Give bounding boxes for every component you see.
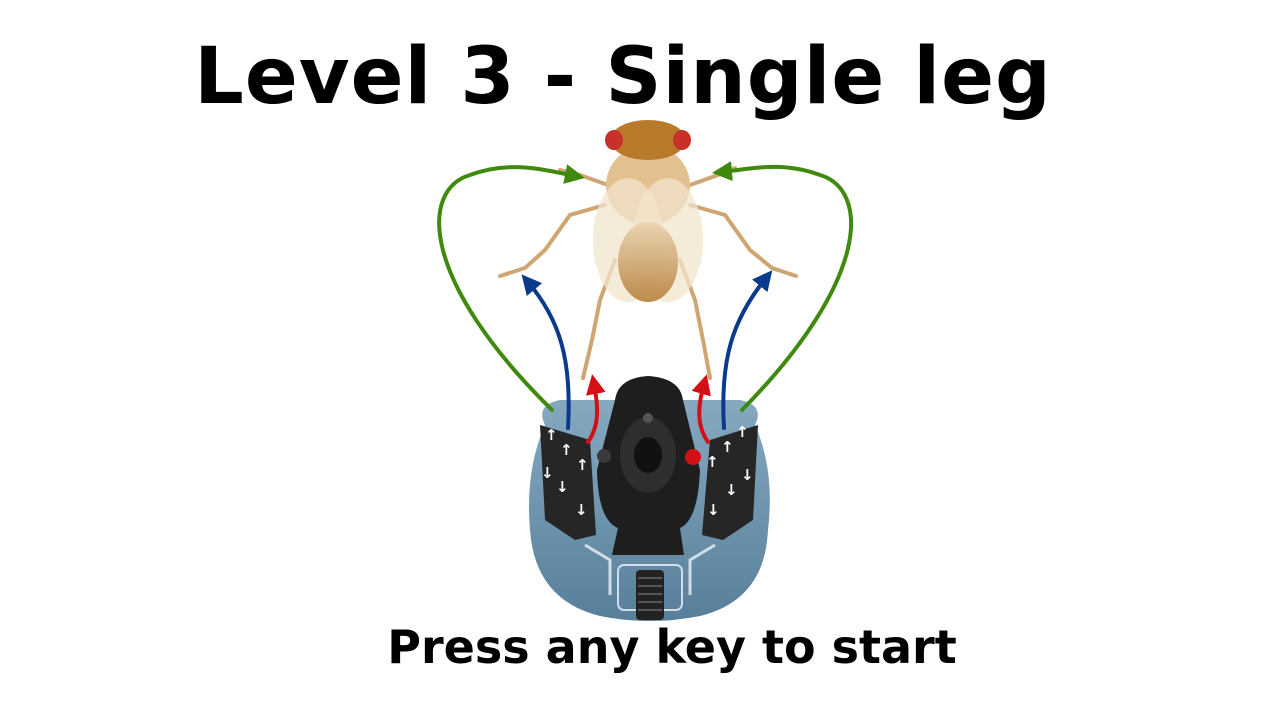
- inner-right-arrow: [691, 374, 711, 444]
- left-key-2[interactable]: ↑: [560, 441, 573, 459]
- right-key-1[interactable]: ↑: [736, 423, 749, 441]
- start-prompt[interactable]: Press any key to start: [387, 620, 957, 674]
- right-key-6[interactable]: ↓: [707, 501, 720, 519]
- left-key-4[interactable]: ↓: [541, 464, 554, 482]
- left-key-group: ↑ ↑ ↑ ↓ ↓ ↓: [541, 426, 589, 519]
- outer-left-arrow: [437, 164, 585, 412]
- left-key-1[interactable]: ↑: [545, 426, 558, 444]
- middle-right-arrow: [721, 270, 773, 430]
- right-key-4[interactable]: ↓: [741, 466, 754, 484]
- right-key-5[interactable]: ↓: [725, 481, 738, 499]
- fly-icon: [498, 120, 798, 380]
- right-key-group: ↑ ↑ ↑ ↓ ↓ ↓: [706, 423, 754, 519]
- inner-left-arrow: [586, 374, 606, 444]
- outer-right-arrow: [712, 161, 854, 412]
- left-key-3[interactable]: ↑: [576, 456, 589, 474]
- joystick-controller-icon: [529, 376, 770, 621]
- right-key-2[interactable]: ↑: [721, 438, 734, 456]
- left-key-6[interactable]: ↓: [575, 501, 588, 519]
- right-key-3[interactable]: ↑: [706, 453, 719, 471]
- middle-left-arrow: [521, 274, 571, 430]
- level-title: Level 3 - Single leg: [194, 32, 1052, 122]
- left-key-5[interactable]: ↓: [556, 478, 569, 496]
